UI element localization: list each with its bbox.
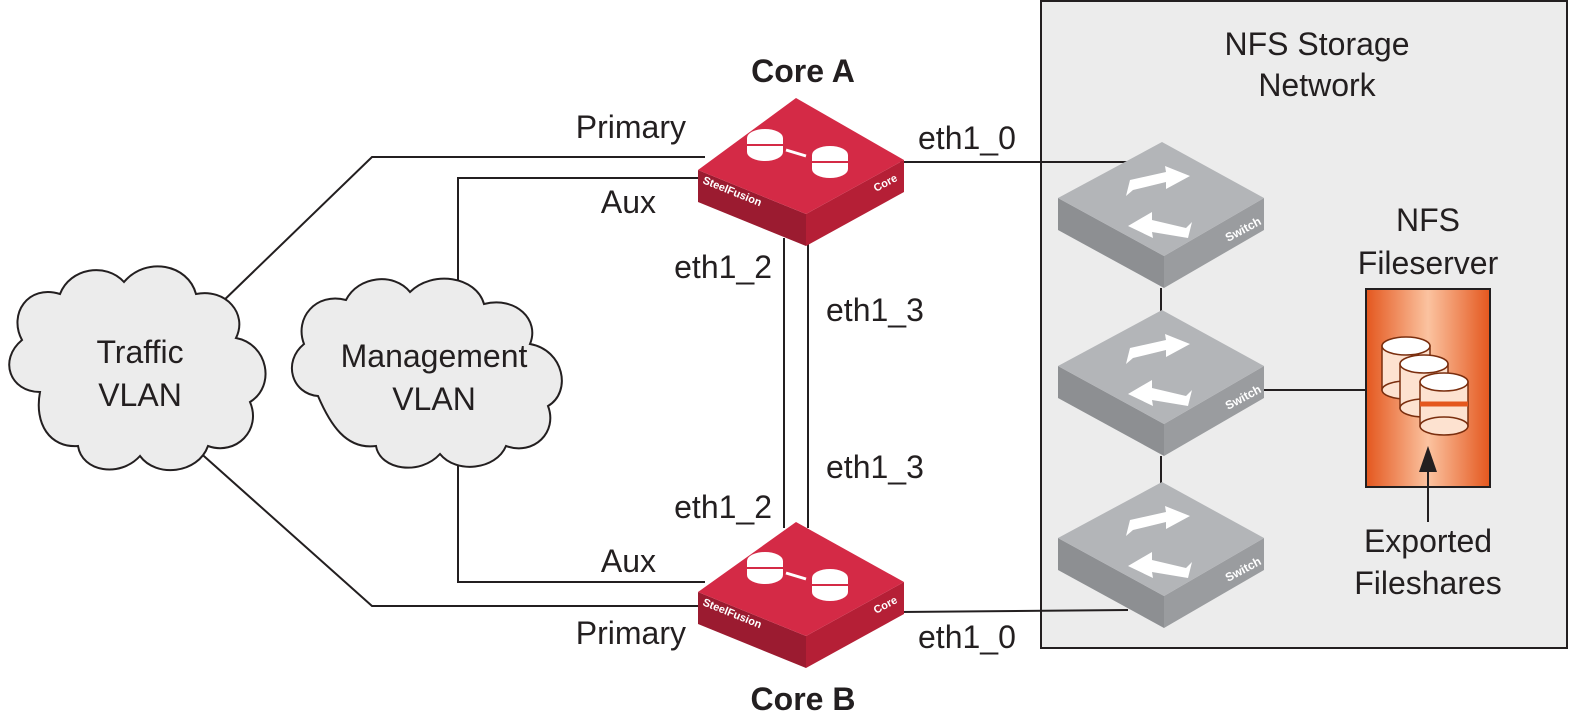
core-b-eth1-2-label: eth1_2	[674, 489, 772, 525]
storage-network-title-line1: NFS Storage	[1225, 26, 1410, 62]
traffic-vlan-cloud: Traffic VLAN	[8, 265, 267, 472]
fileserver-title-line2: Fileserver	[1358, 245, 1499, 281]
fileserver-database-icon	[1381, 336, 1469, 436]
core-a-eth1-0-label: eth1_0	[918, 120, 1016, 156]
exported-arrow	[1419, 446, 1437, 522]
connection-lines	[195, 156, 1366, 613]
core-a-database-icon	[747, 129, 848, 178]
core-b-eth1-3-label: eth1_3	[826, 449, 924, 485]
switch-2: Switch	[1058, 310, 1264, 456]
core-b-database-icon	[747, 552, 848, 601]
fileserver-title-line1: NFS	[1396, 202, 1460, 238]
traffic-to-core-a-primary	[217, 156, 705, 307]
core-b-primary-label: Primary	[576, 615, 686, 651]
core-b-title: Core B	[751, 681, 856, 717]
management-vlan-cloud: Management VLAN	[290, 277, 563, 469]
exported-fileshares-line2: Fileshares	[1354, 565, 1502, 601]
storage-network-title-line2: Network	[1258, 67, 1376, 103]
core-b-eth1-0-label: eth1_0	[918, 619, 1016, 655]
mgmt-to-core-a-aux	[457, 177, 705, 294]
switch-1-arrows-icon	[1126, 166, 1192, 238]
core-a-appliance: SteelFusion Core	[698, 98, 904, 246]
mgmt-to-core-b-aux	[457, 454, 705, 583]
traffic-vlan-line1: Traffic	[96, 334, 183, 370]
core-a-eth1-2-label: eth1_2	[674, 249, 772, 285]
management-vlan-line2: VLAN	[392, 381, 476, 417]
switch-2-arrows-icon	[1126, 334, 1192, 406]
traffic-to-core-b-primary	[195, 448, 705, 607]
core-a-aux-label: Aux	[601, 184, 656, 220]
core-b-eth1-0-link	[899, 609, 1129, 613]
core-b-aux-label: Aux	[601, 543, 656, 579]
switch-3-arrows-icon	[1126, 506, 1192, 578]
switch-1: Switch	[1058, 142, 1264, 288]
exported-fileshares-line1: Exported	[1364, 523, 1492, 559]
core-b-appliance: SteelFusion Core	[698, 522, 904, 668]
core-a-title: Core A	[751, 53, 855, 89]
management-vlan-line1: Management	[341, 338, 528, 374]
switch-3: Switch	[1058, 482, 1264, 628]
core-a-eth1-3-label: eth1_3	[826, 292, 924, 328]
traffic-vlan-line2: VLAN	[98, 377, 182, 413]
core-a-primary-label: Primary	[576, 109, 686, 145]
